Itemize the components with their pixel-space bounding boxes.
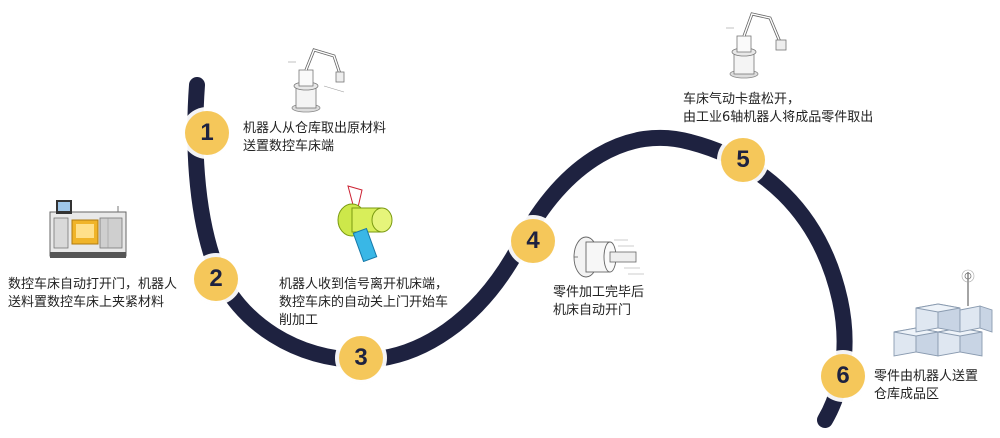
chuck-drawing-icon — [573, 236, 644, 278]
robot-arm-icon — [288, 48, 345, 113]
cnc-lathe-icon — [49, 200, 127, 258]
step-2-caption: 数控车床自动打开门，机器人 送料置数控车床上夹紧材料 — [8, 277, 178, 310]
robot-arm-icon — [726, 12, 787, 79]
step-5-caption: 车床气动卡盘松开， 由工业6轴机器人将成品零件取出 — [683, 92, 874, 125]
step-1-badge: 1 — [185, 111, 229, 155]
step-4-badge: 4 — [511, 219, 555, 263]
step-3-caption: 机器人收到信号离开机床端， 数控车床的自动关上门开始车 削加工 — [279, 277, 449, 328]
step-3-badge: 3 — [339, 336, 383, 380]
workpiece-chuck-icon — [337, 185, 393, 262]
warehouse-icon — [893, 269, 993, 357]
step-6-caption: 零件由机器人送置 仓库成品区 — [874, 369, 979, 402]
step-6-badge: 6 — [821, 354, 865, 398]
step-1-caption: 机器人从仓库取出原材料 送置数控车床端 — [243, 121, 387, 154]
step-4-caption: 零件加工完毕后 机床自动开门 — [553, 285, 645, 318]
step-2-badge: 2 — [194, 257, 238, 301]
step-5-badge: 5 — [721, 138, 765, 182]
